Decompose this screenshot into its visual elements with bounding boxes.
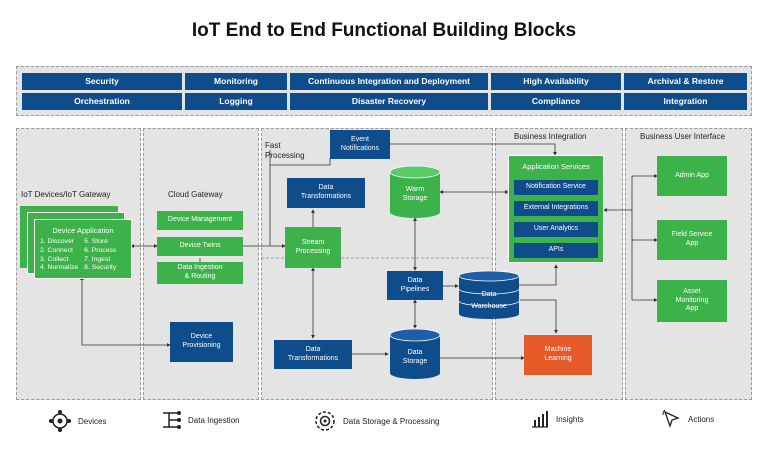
admin-app-box: Admin App	[657, 156, 727, 196]
devices-icon	[49, 410, 71, 432]
data-ingestion-icon	[163, 411, 181, 429]
legend-label: Devices	[78, 416, 107, 426]
disaster-recovery-block: Disaster Recovery	[290, 93, 488, 110]
device-app-item: 1. Discover	[40, 238, 74, 245]
apis-box: APIs	[514, 243, 598, 258]
external-integrations-box: External Integrations	[514, 201, 598, 216]
compliance-block: Compliance	[491, 93, 621, 110]
devices-header: IoT Devices/IoT Gateway	[21, 190, 111, 199]
device-app-item: 4. Normalize	[40, 264, 79, 272]
device-app-title: Device Application	[52, 226, 114, 235]
business-ui-header: Business User Interface	[640, 132, 725, 141]
monitoring-block: Monitoring	[185, 73, 287, 90]
device-application-card: Device Application 1. Discover 2. Connec…	[34, 219, 132, 279]
data-storage-label: Data Storage	[402, 349, 428, 365]
data-transformations-bottom-box: Data Transformations	[274, 340, 352, 369]
device-app-item: 7. Ingest	[84, 255, 111, 263]
legend-data-ingestion: Data Ingestion	[160, 409, 240, 431]
archival-restore-block: Archival & Restore	[624, 73, 747, 90]
legend-label: Actions	[688, 414, 715, 424]
fast-processing-header: Fast Processing	[265, 141, 305, 161]
data-warehouse-label: Data Warehouse	[471, 291, 507, 310]
high-availability-block: High Availability	[491, 73, 621, 90]
event-notifications-box: Event Notifications	[330, 130, 390, 159]
legend-insights: Insights	[530, 409, 584, 429]
notification-service-box: Notification Service	[514, 180, 598, 195]
warm-storage-label: Warm Storage	[402, 186, 428, 202]
actions-icon	[662, 409, 680, 428]
legend-label: Data Storage & Processing	[343, 416, 440, 426]
integration-block: Integration	[624, 93, 747, 110]
ci-cd-block: Continuous Integration and Deployment	[290, 73, 488, 90]
asset-monitoring-app-box: Asset Monitoring App	[657, 280, 727, 322]
logging-block: Logging	[185, 93, 287, 110]
user-analytics-box: User Analytics	[514, 222, 598, 237]
legend-label: Data Ingestion	[188, 415, 240, 425]
legend-data-storage-processing: Data Storage & Processing	[313, 409, 440, 433]
device-app-item: 2. Connect	[40, 246, 73, 254]
data-storage-cylinder	[389, 328, 441, 379]
legend-actions: Actions	[662, 409, 714, 429]
application-services-title: Application Services	[522, 162, 590, 171]
security-block: Security	[22, 73, 182, 90]
legend-label: Insights	[556, 414, 584, 424]
machine-learning-box: Machine Learning	[524, 335, 592, 375]
data-ingestion-box: Data Ingestion & Routing	[157, 262, 243, 284]
business-integration-header: Business Integration	[514, 132, 587, 141]
data-pipelines-box: Data Pipelines	[387, 271, 443, 300]
device-app-item: 8. Security	[84, 264, 117, 272]
insights-icon	[532, 411, 548, 428]
device-app-item: 6. Process	[84, 246, 117, 254]
device-twins-box: Device Twins	[157, 237, 243, 256]
page-title: IoT End to End Functional Building Block…	[191, 20, 577, 41]
warm-storage-cylinder	[389, 165, 441, 218]
device-app-item: 3. Collect	[40, 255, 69, 263]
data-transformations-top-box: Data Transformations	[287, 178, 365, 208]
orchestration-block: Orchestration	[22, 93, 182, 110]
device-management-box: Device Management	[157, 211, 243, 230]
data-storage-processing-icon	[315, 411, 335, 431]
field-service-app-box: Field Service App	[657, 220, 727, 260]
legend-devices: Devices	[48, 409, 106, 433]
device-provisioning-box: Device Provisioning	[170, 322, 233, 362]
stream-processing-box: Stream Processing	[285, 227, 341, 268]
device-app-item: 5. Store	[84, 238, 108, 245]
data-warehouse-cylinder	[458, 270, 520, 319]
cloud-gateway-header: Cloud Gateway	[168, 190, 223, 199]
